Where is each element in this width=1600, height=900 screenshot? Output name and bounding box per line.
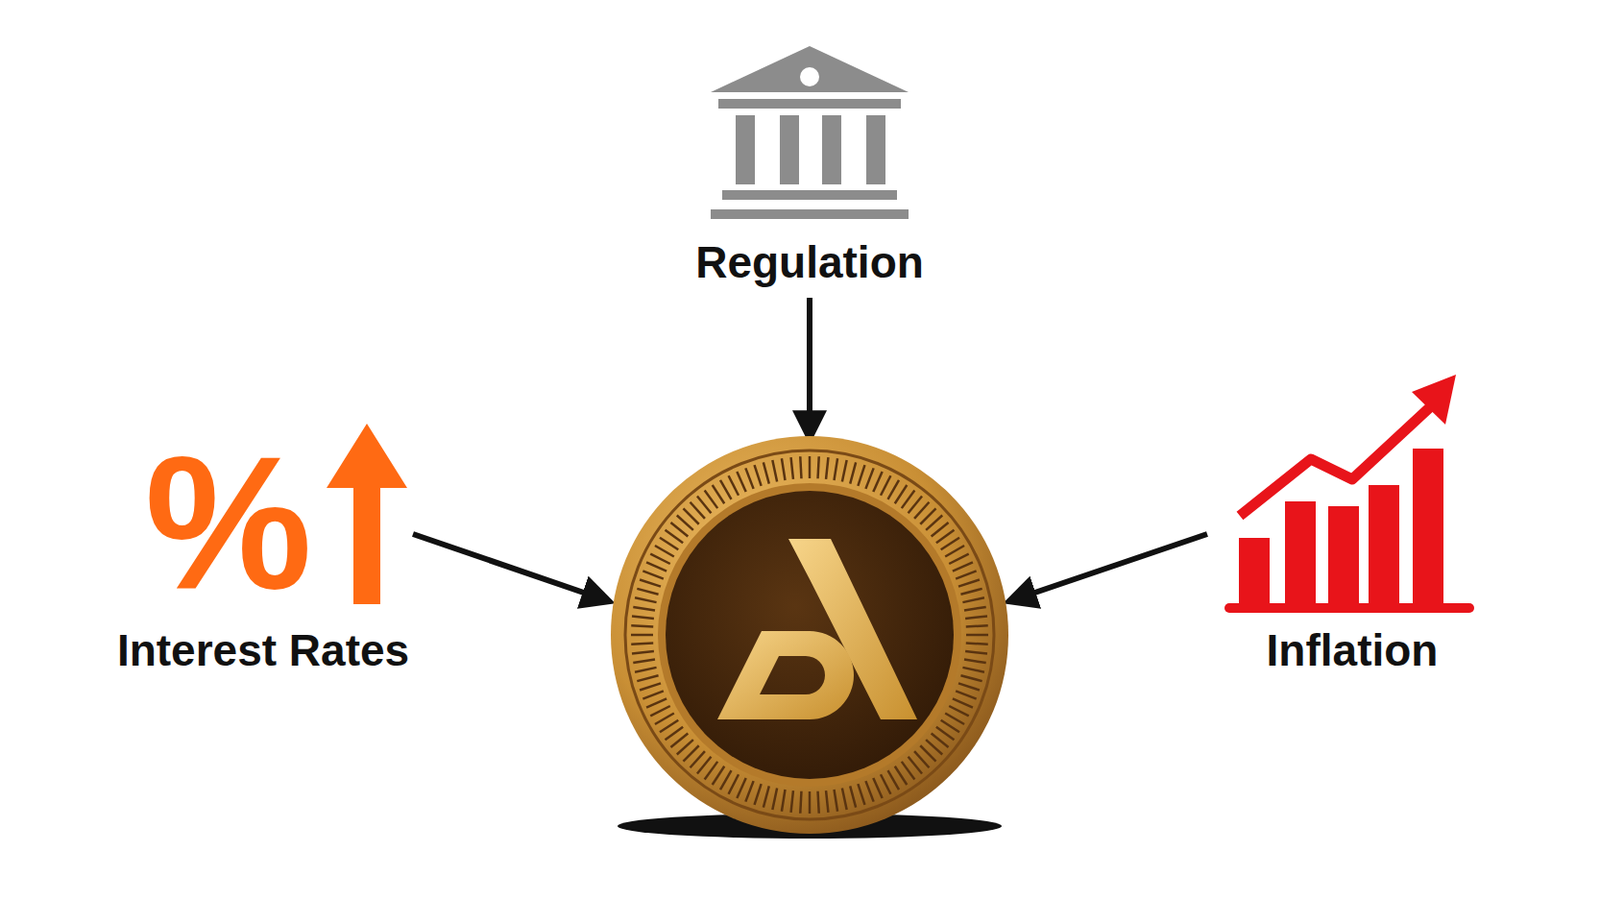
label: Inflation <box>1266 628 1439 673</box>
arrow <box>806 297 813 438</box>
label: Interest Rates <box>117 628 410 673</box>
label: Regulation <box>695 240 924 285</box>
arrow <box>1009 533 1208 602</box>
inflation-chart-icon <box>1224 374 1475 613</box>
percent-symbol: % <box>145 429 313 618</box>
coin <box>610 436 1009 834</box>
arrow <box>412 533 609 602</box>
bank-icon <box>710 46 909 219</box>
up-arrow-icon <box>326 423 408 605</box>
